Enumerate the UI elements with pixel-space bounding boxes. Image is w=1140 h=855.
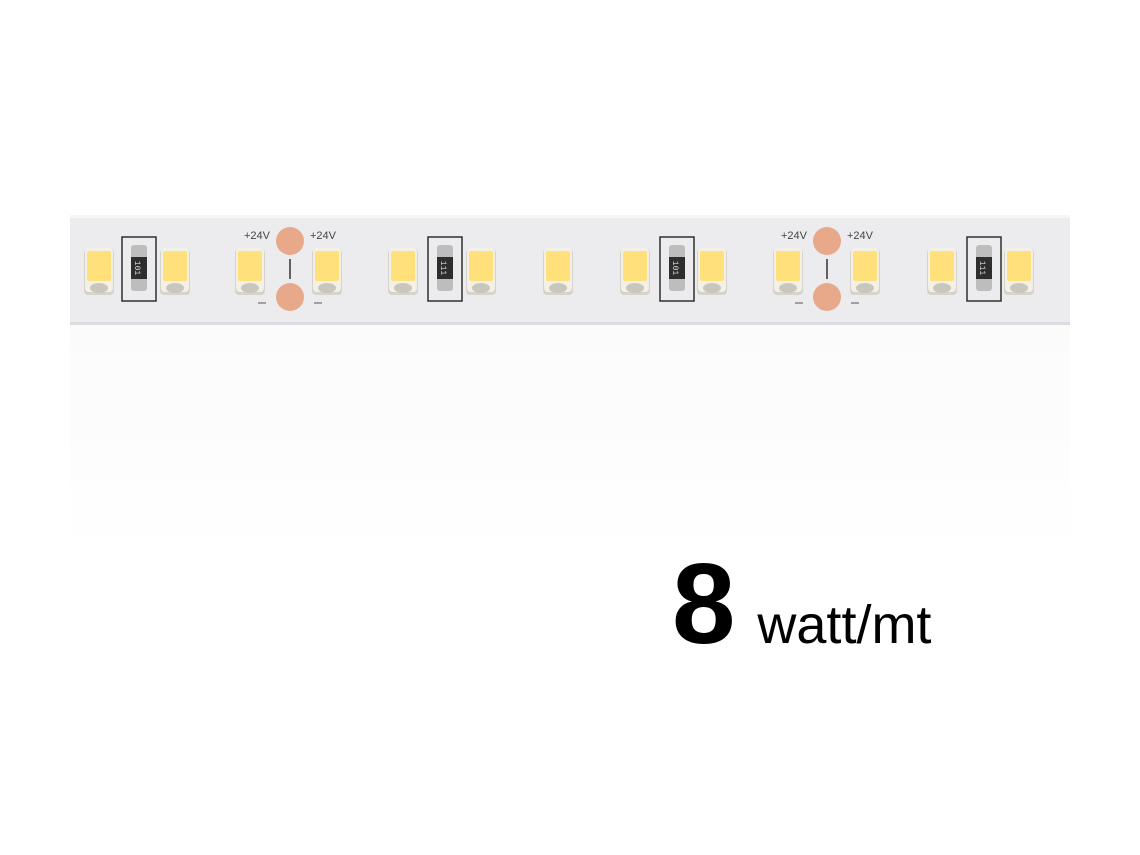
resistor-outline	[121, 236, 157, 302]
led-phosphor	[700, 251, 724, 281]
resistor-code: 101	[670, 261, 679, 276]
led-pad	[933, 283, 951, 293]
led-pad	[1010, 283, 1028, 293]
led-strip: 101 +24V +24V 111 101 +24V +24V 111	[70, 215, 1070, 325]
led-phosphor	[776, 251, 800, 281]
led-pad	[318, 283, 336, 293]
led-pad	[779, 283, 797, 293]
led-phosphor	[546, 251, 570, 281]
led-pad	[626, 283, 644, 293]
resistor-code: 111	[438, 261, 447, 276]
led-pad	[856, 283, 874, 293]
pcb-edge-top	[70, 215, 1070, 218]
resistor-code: 101	[132, 261, 141, 276]
led-phosphor	[163, 251, 187, 281]
strip-reflection	[70, 325, 1070, 555]
led-phosphor	[87, 251, 111, 281]
resistor-outline	[966, 236, 1002, 302]
wattage-unit: watt/mt	[757, 595, 932, 655]
resistor-outline	[659, 236, 695, 302]
led-phosphor	[469, 251, 493, 281]
led-phosphor	[930, 251, 954, 281]
led-phosphor	[853, 251, 877, 281]
pcb-edge-bottom	[70, 322, 1070, 325]
led-pad	[90, 283, 108, 293]
led-pad	[703, 283, 721, 293]
led-phosphor	[315, 251, 339, 281]
resistor-body	[437, 257, 453, 279]
voltage-label: +24V	[847, 230, 874, 242]
led-pad	[549, 283, 567, 293]
resistor-code: 111	[977, 261, 986, 276]
led-phosphor	[1007, 251, 1031, 281]
resistor-body	[976, 257, 992, 279]
solder-pad-positive	[813, 227, 841, 255]
solder-pad-negative	[813, 283, 841, 311]
solder-pad-positive	[276, 227, 304, 255]
resistor-outline	[427, 236, 463, 302]
led-pad	[472, 283, 490, 293]
led-phosphor	[391, 251, 415, 281]
led-pad	[241, 283, 259, 293]
led-pad	[394, 283, 412, 293]
voltage-label: +24V	[310, 230, 337, 242]
led-phosphor	[238, 251, 262, 281]
resistor-body	[131, 257, 147, 279]
led-phosphor	[623, 251, 647, 281]
wattage-value: 8	[672, 541, 736, 668]
voltage-label: +24V	[244, 230, 271, 242]
led-strip-photo: 101 +24V +24V 111 101 +24V +24V 111	[70, 215, 1070, 555]
solder-pad-negative	[276, 283, 304, 311]
wattage-caption: 8 watt/mt	[672, 548, 932, 662]
resistor-body	[669, 257, 685, 279]
voltage-label: +24V	[781, 230, 808, 242]
led-pad	[166, 283, 184, 293]
